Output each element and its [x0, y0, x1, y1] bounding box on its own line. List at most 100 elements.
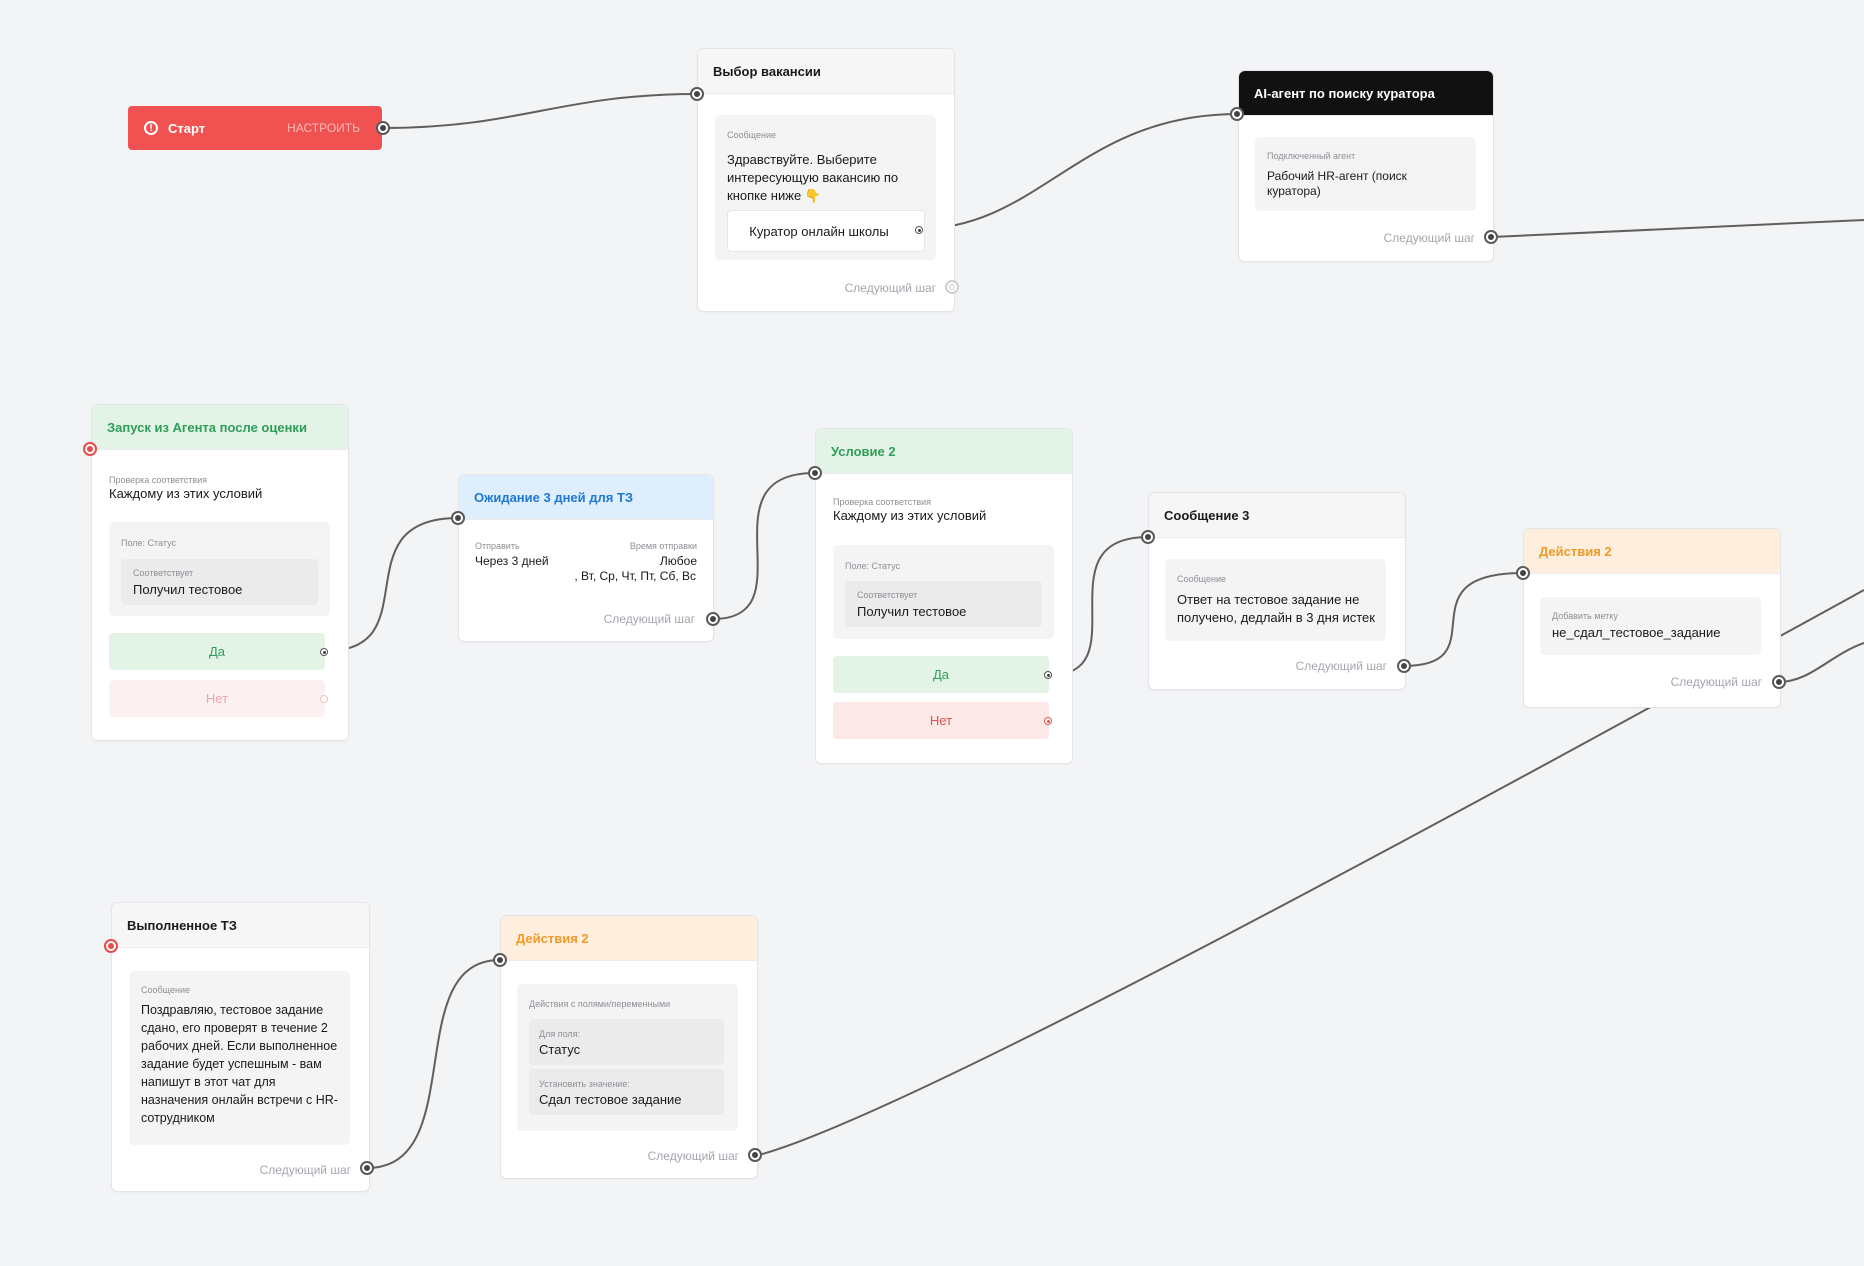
condition2-match-value: Получил тестовое [857, 604, 967, 619]
condition2-check-value: Каждому из этих условий [833, 508, 987, 523]
ai-agent-node[interactable]: AI-агент по поиску куратора Подключенный… [1238, 70, 1494, 262]
wire-actions-to-offscreen [1778, 642, 1864, 683]
vacancy-message-text: Здравствуйте. Выберите интересующую вака… [727, 152, 899, 203]
done-error-indicator[interactable] [104, 939, 118, 953]
actions-bottom-title: Действия 2 [516, 930, 589, 946]
launch-field-label: Поле: Статус [121, 538, 176, 548]
wait-next-step: Следующий шаг [603, 612, 695, 626]
message3-label: Сообщение [1177, 574, 1226, 584]
wait-send-label: Отправить [475, 541, 520, 551]
launch-match-box: Соответствует Получил тестовое [121, 559, 318, 605]
condition2-yes-label: Да [932, 667, 950, 682]
ai-agent-title: AI-агент по поиску куратора [1254, 85, 1435, 101]
launch-yes-port[interactable] [320, 648, 328, 656]
actions-bottom-next-step: Следующий шаг [647, 1149, 739, 1163]
vacancy-input-port[interactable] [690, 87, 704, 101]
launch-no-label: Нет [205, 691, 229, 706]
agent-label: Подключенный агент [1267, 151, 1356, 161]
vacancy-header: Выбор вакансии [698, 49, 954, 94]
start-node[interactable]: ! Старт НАСТРОИТЬ [128, 106, 382, 150]
message3-next-step: Следующий шаг [1295, 659, 1387, 673]
actions-bottom-input-port[interactable] [493, 953, 507, 967]
launch-no-button[interactable]: Нет [109, 680, 325, 717]
vacancy-next-step: Следующий шаг [844, 281, 936, 295]
condition2-input-port[interactable] [808, 466, 822, 480]
condition2-condition-card: Поле: Статус Соответствует Получил тесто… [833, 545, 1054, 639]
done-next-port[interactable] [360, 1161, 374, 1175]
launch-match-value: Получил тестовое [133, 582, 243, 597]
wire-done-to-actions [366, 959, 501, 1169]
wire-wait-to-condition2 [712, 472, 816, 620]
condition2-no-port[interactable] [1044, 717, 1052, 725]
wait-node[interactable]: Ожидание 3 дней для ТЗ Отправить Через 3… [458, 474, 714, 642]
wire-vacancy-to-ai [917, 113, 1239, 230]
ai-agent-next-port[interactable] [1484, 230, 1498, 244]
actions-bottom-group-label: Действия с полями/переменными [529, 999, 671, 1009]
actions-bottom-set-label: Установить значение: [539, 1079, 630, 1089]
start-output-port[interactable] [376, 121, 390, 135]
actions-top-input-port[interactable] [1516, 566, 1530, 580]
message3-card: Сообщение Ответ на тестовое задание не п… [1165, 559, 1386, 641]
condition2-no-button[interactable]: Нет [833, 702, 1049, 739]
launch-check-label: Проверка соответствия [109, 475, 208, 485]
actions-bottom-field-box: Для поля: Статус [529, 1019, 724, 1065]
actions-top-node[interactable]: Действия 2 Добавить метку не_сдал_тестов… [1523, 528, 1781, 708]
actions-top-header: Действия 2 [1524, 529, 1780, 574]
done-node[interactable]: Выполненное ТЗ Сообщение Поздравляю, тес… [111, 902, 370, 1192]
actions-bottom-next-port[interactable] [748, 1148, 762, 1162]
launch-no-port[interactable] [320, 695, 328, 703]
done-message-card: Сообщение Поздравляю, тестовое задание с… [129, 971, 350, 1145]
message3-next-port[interactable] [1397, 659, 1411, 673]
launch-match-label: Соответствует [133, 568, 194, 578]
wait-time-value: Любое [659, 554, 697, 568]
wait-days-clip: Пн, Вт, Ср, Чт, Пт, Сб, Вс [574, 567, 696, 585]
message-label: Сообщение [727, 130, 776, 140]
start-title: Старт [168, 120, 206, 136]
done-header: Выполненное ТЗ [112, 903, 369, 948]
message3-node[interactable]: Сообщение 3 Сообщение Ответ на тестовое … [1148, 492, 1406, 690]
message3-input-port[interactable] [1141, 530, 1155, 544]
agent-name: Рабочий HR-агент (поиск куратора) [1267, 169, 1407, 198]
condition2-yes-port[interactable] [1044, 671, 1052, 679]
message3-title: Сообщение 3 [1164, 507, 1250, 523]
vacancy-node[interactable]: Выбор вакансии Сообщение Здравствуйте. В… [697, 48, 955, 312]
launch-node[interactable]: Запуск из Агента после оценки Проверка с… [91, 404, 349, 741]
launch-yes-button[interactable]: Да [109, 633, 325, 670]
condition2-no-label: Нет [929, 713, 953, 728]
wait-next-port[interactable] [706, 612, 720, 626]
vacancy-title: Выбор вакансии [713, 63, 821, 79]
actions-top-tag-value: не_сдал_тестовое_задание [1552, 625, 1721, 640]
actions-bottom-field-value: Статус [539, 1042, 581, 1057]
done-message-text: Поздравляю, тестовое задание сдано, его … [141, 1003, 338, 1125]
launch-error-indicator[interactable] [83, 442, 97, 456]
vacancy-next-port[interactable] [945, 280, 959, 294]
message3-header: Сообщение 3 [1149, 493, 1405, 538]
condition2-match-label: Соответствует [857, 590, 918, 600]
wire-message3-to-actions [1403, 572, 1524, 667]
configure-link[interactable]: НАСТРОИТЬ [287, 121, 360, 135]
done-title: Выполненное ТЗ [127, 917, 237, 933]
actions-bottom-node[interactable]: Действия 2 Действия с полями/переменными… [500, 915, 758, 1179]
actions-top-next-port[interactable] [1772, 675, 1786, 689]
wait-header: Ожидание 3 дней для ТЗ [459, 475, 713, 520]
condition2-match-box: Соответствует Получил тестовое [845, 581, 1042, 627]
vacancy-option-port[interactable] [915, 226, 923, 234]
actions-bottom-set-box: Установить значение: Сдал тестовое задан… [529, 1069, 724, 1115]
vacancy-option-button[interactable]: Куратор онлайн школы [727, 210, 925, 252]
wait-input-port[interactable] [451, 511, 465, 525]
vacancy-option-label: Куратор онлайн школы [749, 223, 889, 239]
ai-agent-input-port[interactable] [1230, 107, 1244, 121]
actions-top-next-step: Следующий шаг [1670, 675, 1762, 689]
wait-days-value: Пн, Вт, Ср, Чт, Пт, Сб, Вс [574, 569, 696, 583]
wire-start-to-vacancy [382, 93, 698, 129]
actions-bottom-set-value: Сдал тестовое задание [539, 1092, 682, 1107]
actions-bottom-field-label: Для поля: [539, 1029, 581, 1039]
actions-top-title: Действия 2 [1539, 543, 1612, 559]
actions-top-tag-label: Добавить метку [1552, 611, 1618, 621]
ai-agent-card: Подключенный агент Рабочий HR-агент (пои… [1255, 137, 1476, 211]
condition2-node[interactable]: Условие 2 Проверка соответствия Каждому … [815, 428, 1073, 764]
ai-agent-next-step: Следующий шаг [1383, 231, 1475, 245]
actions-bottom-card: Действия с полями/переменными Для поля: … [517, 984, 738, 1131]
wait-title: Ожидание 3 дней для ТЗ [474, 489, 634, 505]
condition2-yes-button[interactable]: Да [833, 656, 1049, 693]
